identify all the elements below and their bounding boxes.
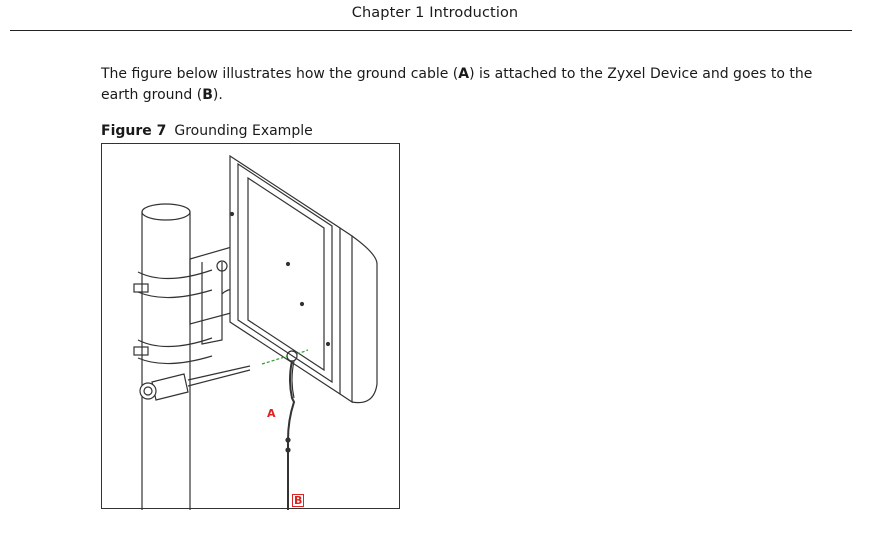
figure-caption: Figure 7 Grounding Example (101, 123, 313, 139)
pole-top (141, 203, 191, 221)
header-divider (10, 30, 852, 31)
intro-paragraph: The figure below illustrates how the gro… (101, 64, 841, 106)
screwdriver-handle (151, 373, 189, 401)
attach-guide-line (261, 349, 309, 365)
antenna-edge (351, 235, 378, 404)
lower-clamp (137, 337, 213, 365)
figure-number: Figure 7 (101, 123, 167, 139)
paragraph-bold-a: A (458, 66, 470, 82)
clamp-screw-1 (133, 283, 149, 293)
grounding-figure: A B (101, 143, 400, 510)
upper-clamp (137, 269, 213, 299)
ground-cable (287, 360, 296, 510)
paragraph-text-1: The figure below illustrates how the gro… (101, 66, 459, 82)
callout-b: B (292, 494, 305, 507)
paragraph-text-2: ) is attached to the Zyxel Device and go… (101, 66, 813, 103)
callout-a: A (267, 407, 276, 420)
chapter-header: Chapter 1 Introduction (351, 5, 519, 21)
paragraph-text-3: ). (212, 87, 223, 103)
clamp-screw-2 (133, 346, 149, 356)
paragraph-bold-b: B (202, 87, 213, 103)
screwdriver-shaft (187, 365, 251, 387)
grounding-illustration (133, 154, 378, 510)
figure-title: Grounding Example (174, 123, 313, 139)
